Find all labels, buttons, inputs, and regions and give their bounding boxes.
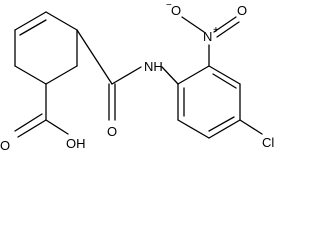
- nitro-o-minus-charge: −: [166, 0, 172, 11]
- amide-group: O NH: [76, 29, 163, 139]
- nitro-no-double-bond: [213, 16, 237, 33]
- ring-bond: [14, 11, 47, 31]
- ring-double-bond-inner: [19, 19, 47, 36]
- benzene-ring: [161, 65, 241, 139]
- acid-co-double-bond: [17, 119, 47, 138]
- nitro-o-minus-label: O: [171, 3, 181, 18]
- ring-cl-bond: [239, 119, 263, 135]
- ring-bond: [45, 11, 78, 31]
- acid-oh-label: OH: [66, 136, 86, 151]
- nitro-n-label: N: [203, 29, 212, 44]
- ring-bond: [14, 65, 47, 85]
- nitro-no-double-bond-2: [216, 21, 240, 38]
- chloro-group: Cl: [239, 119, 274, 150]
- ring-double-inner: [208, 116, 235, 132]
- nh-ring-bond: [161, 66, 179, 85]
- ring-bond: [45, 65, 78, 85]
- ring-bond: [177, 119, 210, 139]
- amide-c-bond: [76, 29, 113, 85]
- acid-coh-bond: [45, 119, 69, 135]
- carboxylic-acid-group: O OH: [0, 83, 86, 153]
- chemical-structure-diagram: O OH O NH N + O − O Cl: [0, 0, 274, 153]
- chloro-label: Cl: [262, 135, 274, 150]
- nitro-no-bond: [181, 16, 205, 33]
- acid-o-label: O: [0, 138, 10, 153]
- acid-co-double-bond-2: [14, 113, 43, 132]
- nitro-o-label: O: [237, 3, 247, 18]
- amide-nh-label: NH: [144, 59, 163, 74]
- ring-bond: [177, 65, 210, 85]
- nitro-group: N + O − O: [166, 0, 247, 67]
- ring-bond: [208, 119, 241, 139]
- amide-o-label: O: [107, 124, 117, 139]
- ring-double-inner: [212, 73, 237, 89]
- amide-cn-bond: [111, 66, 142, 85]
- cyclohexene-ring: [14, 11, 78, 85]
- ring-bond: [208, 65, 241, 85]
